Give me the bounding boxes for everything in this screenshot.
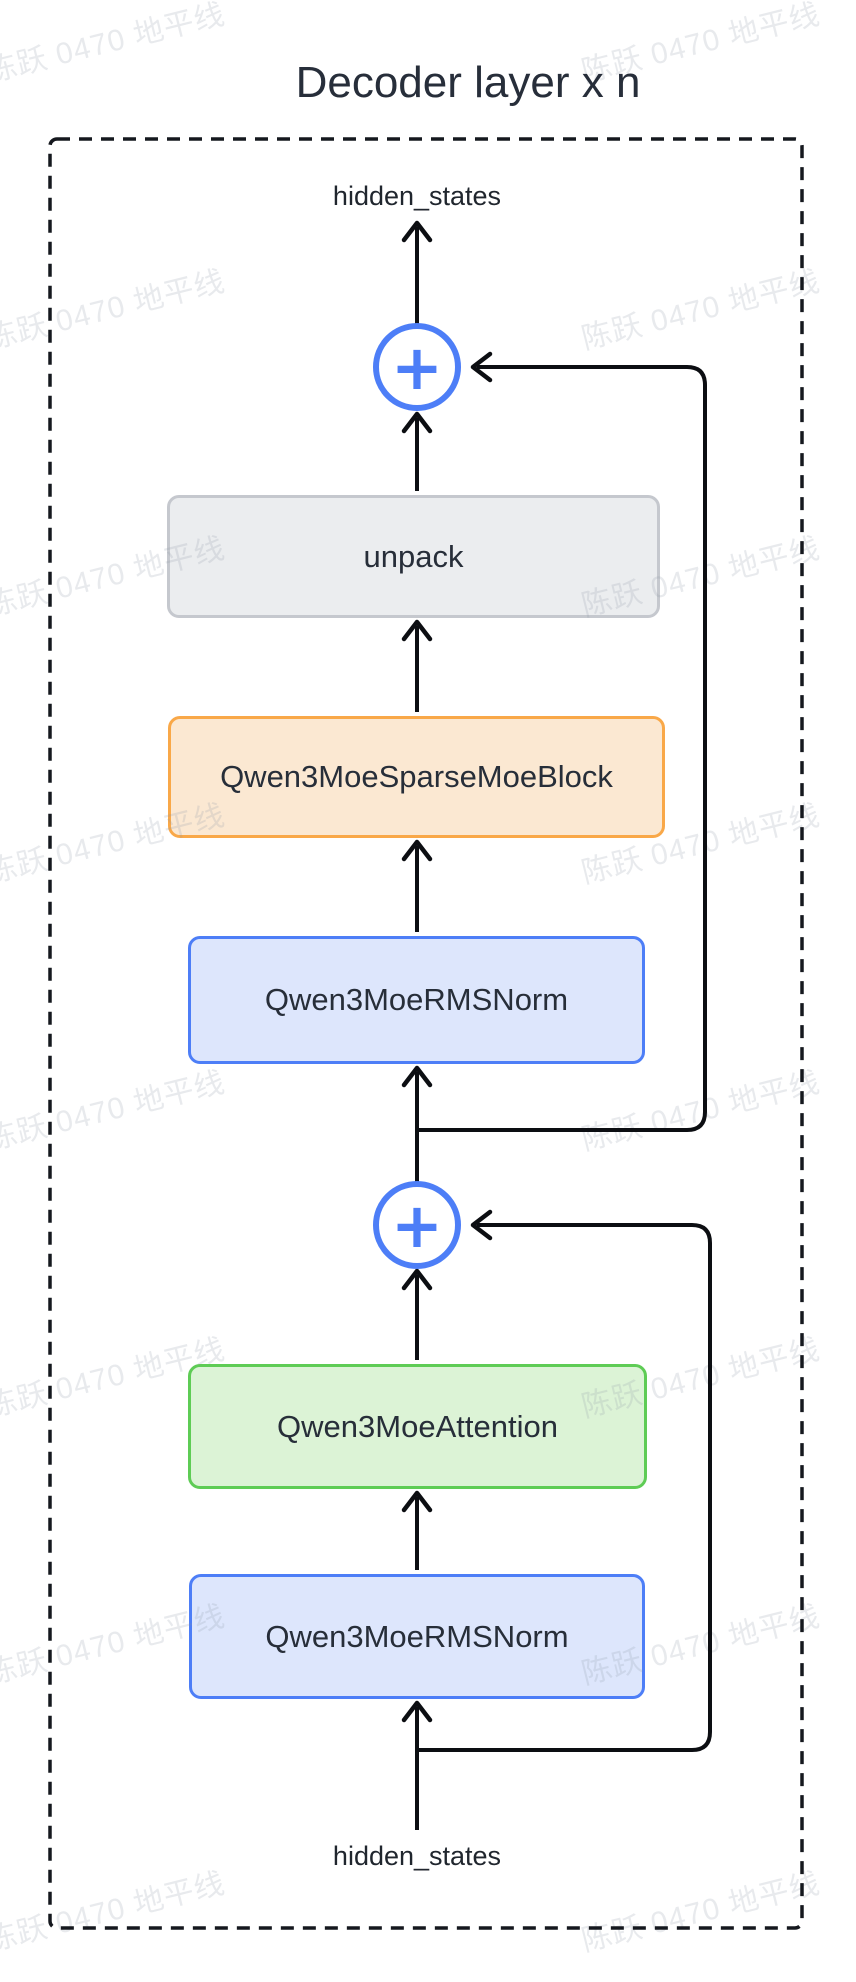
unpack-node-label: unpack [363,538,464,574]
attention-node: Qwen3MoeAttention [188,1364,647,1489]
sparse-moe-block-node: Qwen3MoeSparseMoeBlock [168,716,665,838]
input-rmsnorm-node: Qwen3MoeRMSNorm [189,1574,645,1699]
post-attention-rmsnorm-label: Qwen3MoeRMSNorm [264,982,569,1017]
unpack-node: unpack [167,495,660,618]
post-attention-rmsnorm-node: Qwen3MoeRMSNorm [188,936,645,1064]
input-rmsnorm-label: Qwen3MoeRMSNorm [265,1618,569,1654]
sparse-moe-block-label: Qwen3MoeSparseMoeBlock [220,759,613,794]
attention-node-label: Qwen3MoeAttention [277,1408,558,1444]
